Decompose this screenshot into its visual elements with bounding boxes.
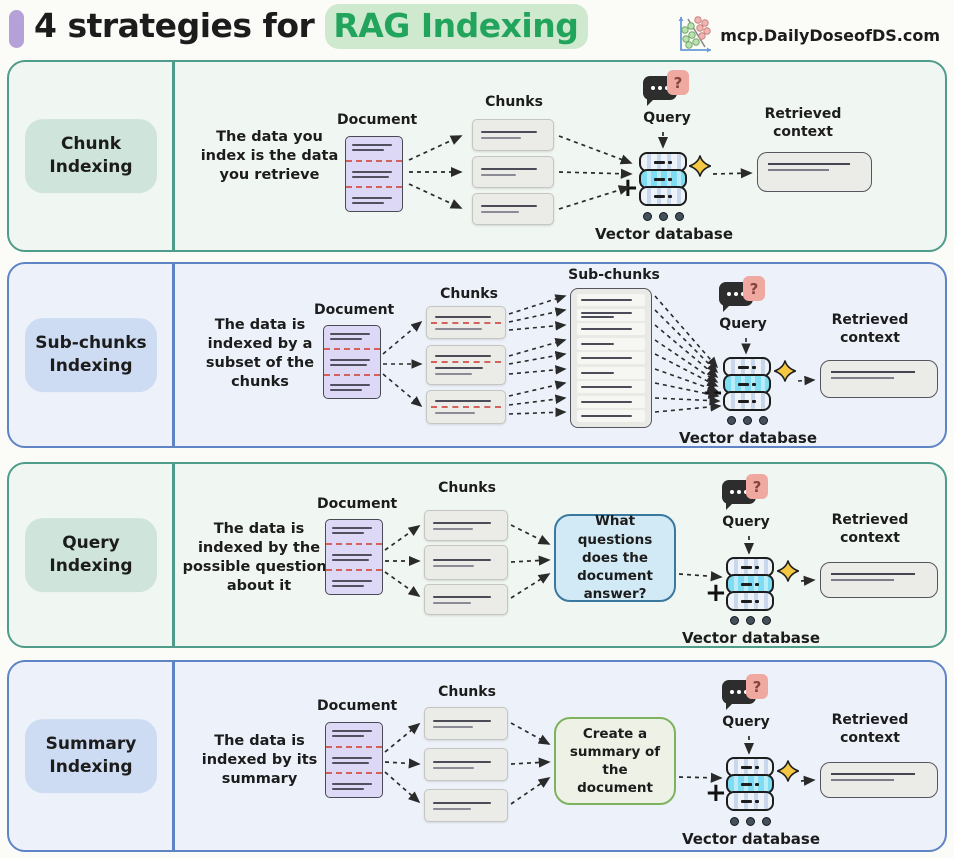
- chunks-label: Chunks: [438, 480, 496, 496]
- query-label: Query: [719, 316, 767, 332]
- document-label: Document: [314, 302, 395, 318]
- summary-generation-box: Create a summary of the document: [554, 717, 676, 805]
- panel-subchunks-indexing: Sub-chunks Indexing The data is indexed …: [7, 262, 947, 448]
- retrieved-context-box: [820, 360, 938, 398]
- brand: mcp.DailyDoseofDS.com: [674, 14, 940, 56]
- subchunks-label: Sub-chunks: [568, 267, 660, 283]
- chunks-label: Chunks: [438, 684, 496, 700]
- vector-db-label: Vector database: [681, 629, 821, 647]
- chunk-icon: [424, 789, 508, 822]
- query-label: Query: [722, 514, 770, 530]
- chunk-icon: [426, 306, 506, 339]
- question-generation-box: What questions does the document answer?: [554, 513, 676, 602]
- chunk-icon: [426, 345, 506, 385]
- plus-sign: +: [617, 173, 639, 203]
- db-dots-icon: [730, 817, 771, 826]
- document-label: Document: [337, 112, 418, 128]
- question-bubble-icon: ?: [746, 674, 768, 699]
- panel-description: The data is indexed by the possible ques…: [182, 521, 336, 594]
- sparkle-icon: [774, 360, 796, 382]
- panel-description: The data is indexed by a subset of the c…: [205, 317, 315, 390]
- chunks-label: Chunks: [440, 286, 498, 302]
- document-icon: [323, 325, 381, 399]
- sparkle-icon: [777, 760, 799, 782]
- retrieved-context-label: Retrieved context: [831, 712, 909, 746]
- page-title-black: 4 strategies for: [34, 6, 315, 45]
- panel-summary-indexing: Summary Indexing The data is indexed by …: [7, 660, 947, 852]
- plus-sign: +: [705, 778, 727, 808]
- retrieved-context-box: [820, 762, 938, 798]
- query-icon: ?: [722, 674, 768, 712]
- panel-divider: [172, 62, 175, 250]
- query-icon: ?: [643, 70, 689, 108]
- subchunks-icon: [570, 288, 652, 428]
- plus-sign: +: [705, 578, 727, 608]
- query-icon: ?: [722, 474, 768, 512]
- db-dots-icon: [727, 416, 768, 425]
- panel-divider: [172, 264, 175, 446]
- chunk-icon: [472, 119, 554, 151]
- header-accent-bar: [9, 10, 24, 48]
- db-dots-icon: [730, 616, 771, 625]
- chunk-icon: [424, 748, 508, 781]
- vector-db-icon: [726, 557, 774, 611]
- vector-db-icon: [726, 757, 774, 811]
- retrieved-context-box: [757, 152, 872, 192]
- panel-chunk-indexing: Chunk Indexing The data you index is the…: [7, 60, 947, 252]
- document-icon: [325, 722, 383, 798]
- plus-sign: +: [702, 378, 724, 408]
- document-icon: [345, 136, 403, 212]
- chunk-icon: [472, 193, 554, 225]
- chunk-icon: [426, 390, 506, 424]
- panel-description: The data you index is the data you retri…: [200, 129, 339, 183]
- chunks-label: Chunks: [485, 94, 543, 110]
- brand-url: mcp.DailyDoseofDS.com: [720, 25, 940, 45]
- vector-db-icon: [639, 152, 687, 206]
- retrieved-context-label: Retrieved context: [831, 512, 909, 546]
- sparkle-icon: [777, 560, 799, 582]
- question-bubble-icon: ?: [667, 70, 689, 95]
- scatter-plot-logo-icon: [678, 16, 712, 53]
- retrieved-context-label: Retrieved context: [831, 312, 909, 346]
- document-label: Document: [317, 698, 398, 714]
- panel-label-summary-indexing: Summary Indexing: [25, 719, 157, 793]
- panel-label-chunk-indexing: Chunk Indexing: [25, 119, 157, 193]
- retrieved-context-label: Retrieved context: [764, 106, 842, 140]
- sparkle-icon: [689, 155, 711, 177]
- vector-db-label: Vector database: [594, 225, 734, 243]
- panel-description: The data is indexed by its summary: [201, 733, 318, 787]
- question-bubble-icon: ?: [746, 474, 768, 499]
- panel-label-subchunks-indexing: Sub-chunks Indexing: [25, 318, 157, 392]
- db-dots-icon: [643, 212, 684, 221]
- question-bubble-icon: ?: [743, 276, 765, 301]
- query-label: Query: [722, 714, 770, 730]
- panel-divider: [172, 464, 175, 646]
- vector-db-label: Vector database: [678, 429, 818, 447]
- chunk-icon: [424, 510, 508, 541]
- chunk-icon: [424, 707, 508, 740]
- page-title-green: RAG Indexing: [325, 4, 589, 49]
- panel-divider: [172, 662, 175, 850]
- panel-query-indexing: Query Indexing The data is indexed by th…: [7, 462, 947, 648]
- document-icon: [325, 519, 383, 595]
- chunk-icon: [424, 584, 508, 615]
- panel-label-query-indexing: Query Indexing: [25, 518, 157, 592]
- retrieved-context-box: [820, 562, 938, 598]
- vector-db-label: Vector database: [681, 830, 821, 848]
- vector-db-icon: [723, 357, 771, 411]
- chunk-icon: [424, 545, 508, 580]
- chunk-icon: [472, 156, 554, 188]
- page-title: 4 strategies for RAG Indexing: [34, 4, 589, 49]
- query-icon: ?: [719, 276, 765, 314]
- document-label: Document: [317, 496, 398, 512]
- query-label: Query: [643, 110, 691, 126]
